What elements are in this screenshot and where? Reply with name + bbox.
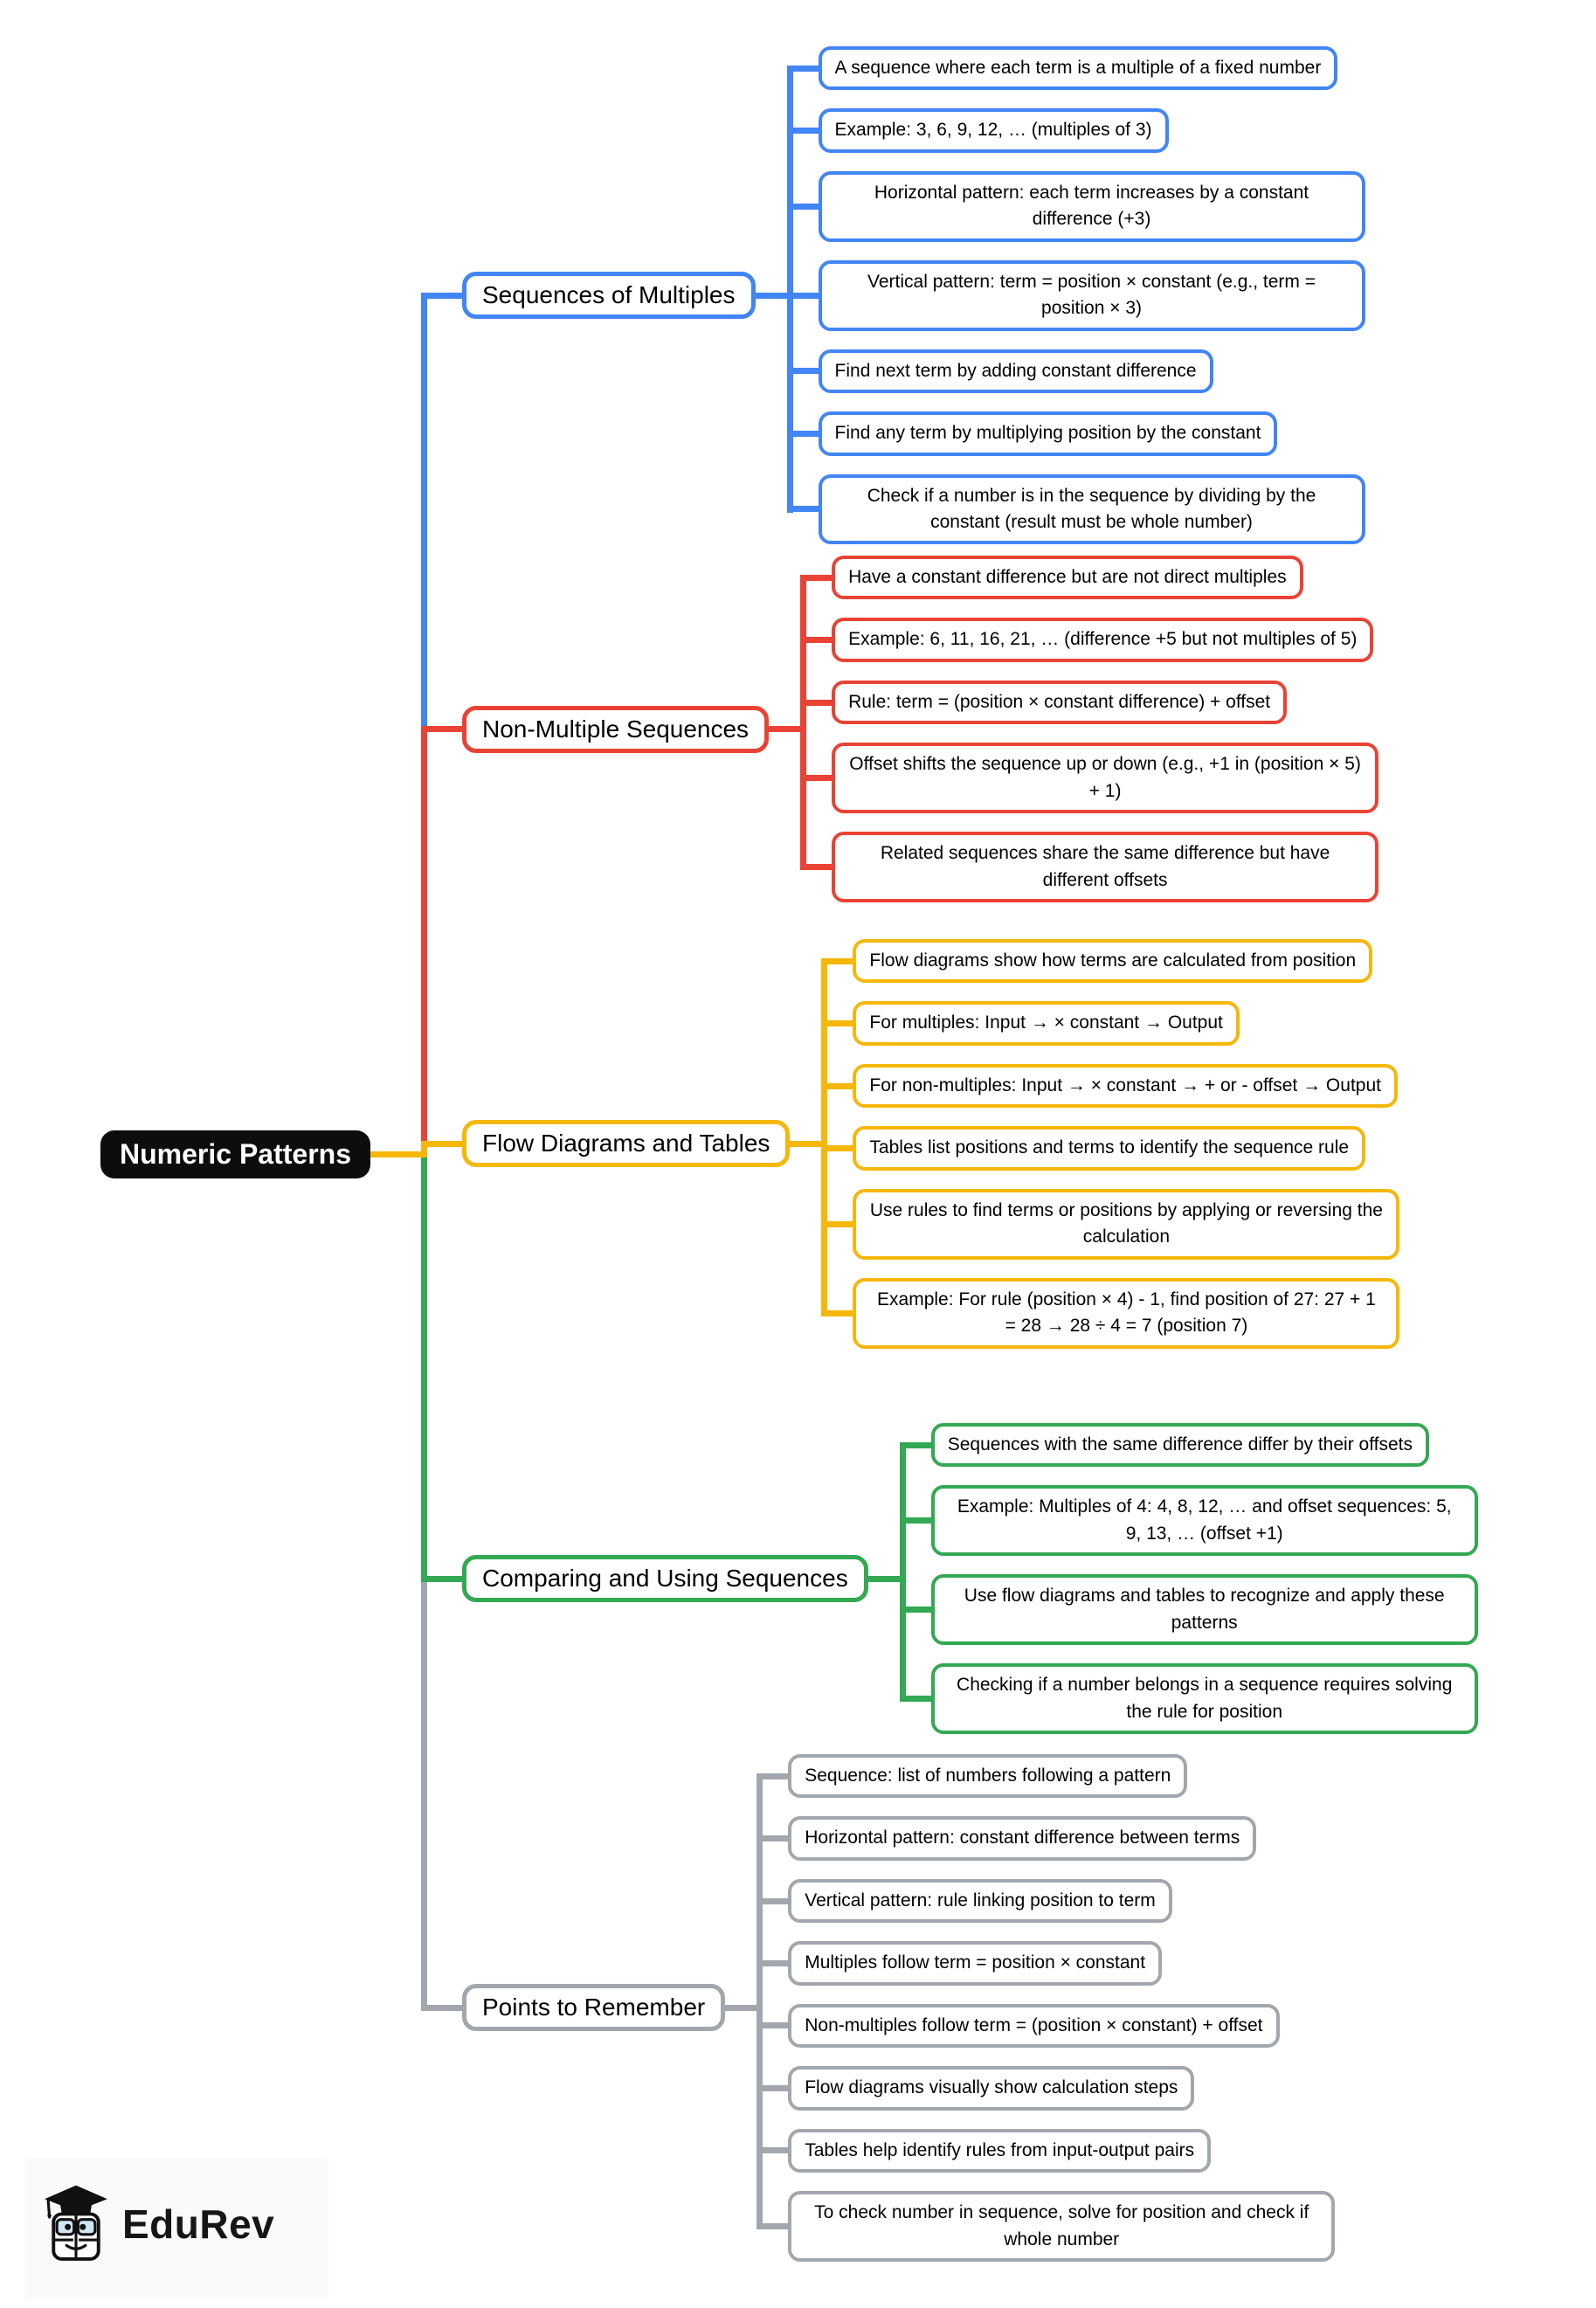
branch-connector [725,2004,757,2011]
leaf-node: Use rules to find terms or positions by … [821,1188,1400,1260]
branch-non-multiple-sequences: Non-Multiple Sequences Have a constant d… [421,556,1379,903]
root-connector-line [369,1151,427,1157]
branch-comparing-and-using-sequences: Comparing and Using Sequences Sequences … [421,1423,1478,1735]
trunk-segment-gray [421,1575,427,2011]
edurev-mascot-icon [42,2177,110,2270]
leaf-column: Have a constant difference but are not d… [800,556,1379,903]
branch-connector [867,1575,900,1582]
branch-connector [421,726,462,733]
branch-connector [421,1140,462,1147]
leaf-node: Flow diagrams show how terms are calcula… [821,939,1373,984]
leaf-node: Example: 3, 6, 9, 12, … (multiples of 3) [786,108,1169,153]
leaf-node: Sequences with the same difference diffe… [899,1423,1430,1468]
branch-points-to-remember: Points to Remember Sequence: list of num… [421,1754,1336,2262]
leaf-node: Rule: term = (position × constant differ… [800,680,1288,725]
branch-connector [421,2004,462,2011]
leaf-column: Sequences with the same difference diffe… [899,1423,1478,1735]
leaf-node: Sequence: list of numbers following a pa… [757,1754,1188,1799]
branch-connector [421,292,462,299]
branch-label-sequences-of-multiples: Sequences of Multiples [462,272,756,320]
trunk-segment-green [421,1141,427,1582]
branch-label-points-to-remember: Points to Remember [462,1984,726,2032]
branch-spine [821,957,828,1316]
leaf-node: Find any term by multiplying position by… [786,411,1278,456]
leaf-node: Find next term by adding constant differ… [786,349,1213,394]
branch-connector [769,726,801,733]
root-node: Numeric Patterns [100,1130,370,1178]
leaf-node: Non-multiples follow term = (position × … [757,2003,1280,2049]
branch-spine [800,574,807,870]
leaf-node: Multiples follow term = position × const… [757,1941,1163,1986]
leaf-node: Tables list positions and terms to ident… [821,1126,1366,1171]
edurev-logo: EduRev [42,2177,274,2270]
leaf-node: Have a constant difference but are not d… [800,556,1303,600]
leaf-node: Check if a number is in the sequence by … [786,473,1365,545]
leaf-node: For non-multiples: Input → × constant → … [821,1063,1398,1109]
leaf-node: Checking if a number belongs in a sequen… [899,1663,1478,1735]
leaf-node: Offset shifts the sequence up or down (e… [800,743,1379,814]
leaf-node: Vertical pattern: term = position × cons… [786,259,1365,331]
leaf-node: Example: For rule (position × 4) - 1, fi… [821,1277,1400,1349]
trunk-segment-blue [421,292,427,732]
trunk-segment-red [421,726,427,1157]
edurev-logo-text: EduRev [122,2201,275,2247]
branch-spine [899,1441,906,1702]
leaf-column: Flow diagrams show how terms are calcula… [821,939,1400,1349]
leaf-node: Horizontal pattern: each term increases … [786,170,1365,242]
leaf-node: Horizontal pattern: constant difference … [757,1816,1257,1861]
leaf-node: Flow diagrams visually show calculation … [757,2066,1195,2111]
leaf-node: For multiples: Input → × constant → Outp… [821,1001,1240,1046]
leaf-node: Related sequences share the same differe… [800,832,1379,903]
branch-spine [786,65,793,513]
leaf-node: Vertical pattern: rule linking position … [757,1878,1172,1924]
branch-sequences-of-multiples: Sequences of Multiples A sequence where … [421,46,1365,545]
branch-label-non-multiple-sequences: Non-Multiple Sequences [462,705,770,753]
leaf-node: Example: 6, 11, 16, 21, … (difference +5… [800,618,1374,662]
branch-label-flow-diagrams-and-tables: Flow Diagrams and Tables [462,1120,791,1168]
branch-connector [790,1140,822,1147]
leaf-node: To check number in sequence, solve for p… [757,2191,1336,2262]
branch-flow-diagrams-and-tables: Flow Diagrams and Tables Flow diagrams s… [421,939,1400,1349]
leaf-node: A sequence where each term is a multiple… [786,46,1338,91]
leaf-column: Sequence: list of numbers following a pa… [757,1754,1336,2262]
trunk-segment-yellow [421,1141,427,1157]
leaf-column: A sequence where each term is a multiple… [786,46,1365,545]
leaf-node: Tables help identify rules from input-ou… [757,2128,1212,2173]
branch-label-comparing-and-using-sequences: Comparing and Using Sequences [462,1555,868,1603]
leaf-node: Use flow diagrams and tables to recogniz… [899,1574,1478,1646]
branch-spine [757,1772,763,2229]
leaf-node: Example: Multiples of 4: 4, 8, 12, … and… [899,1485,1478,1557]
branch-connector [421,1575,462,1582]
branch-connector [755,292,787,299]
